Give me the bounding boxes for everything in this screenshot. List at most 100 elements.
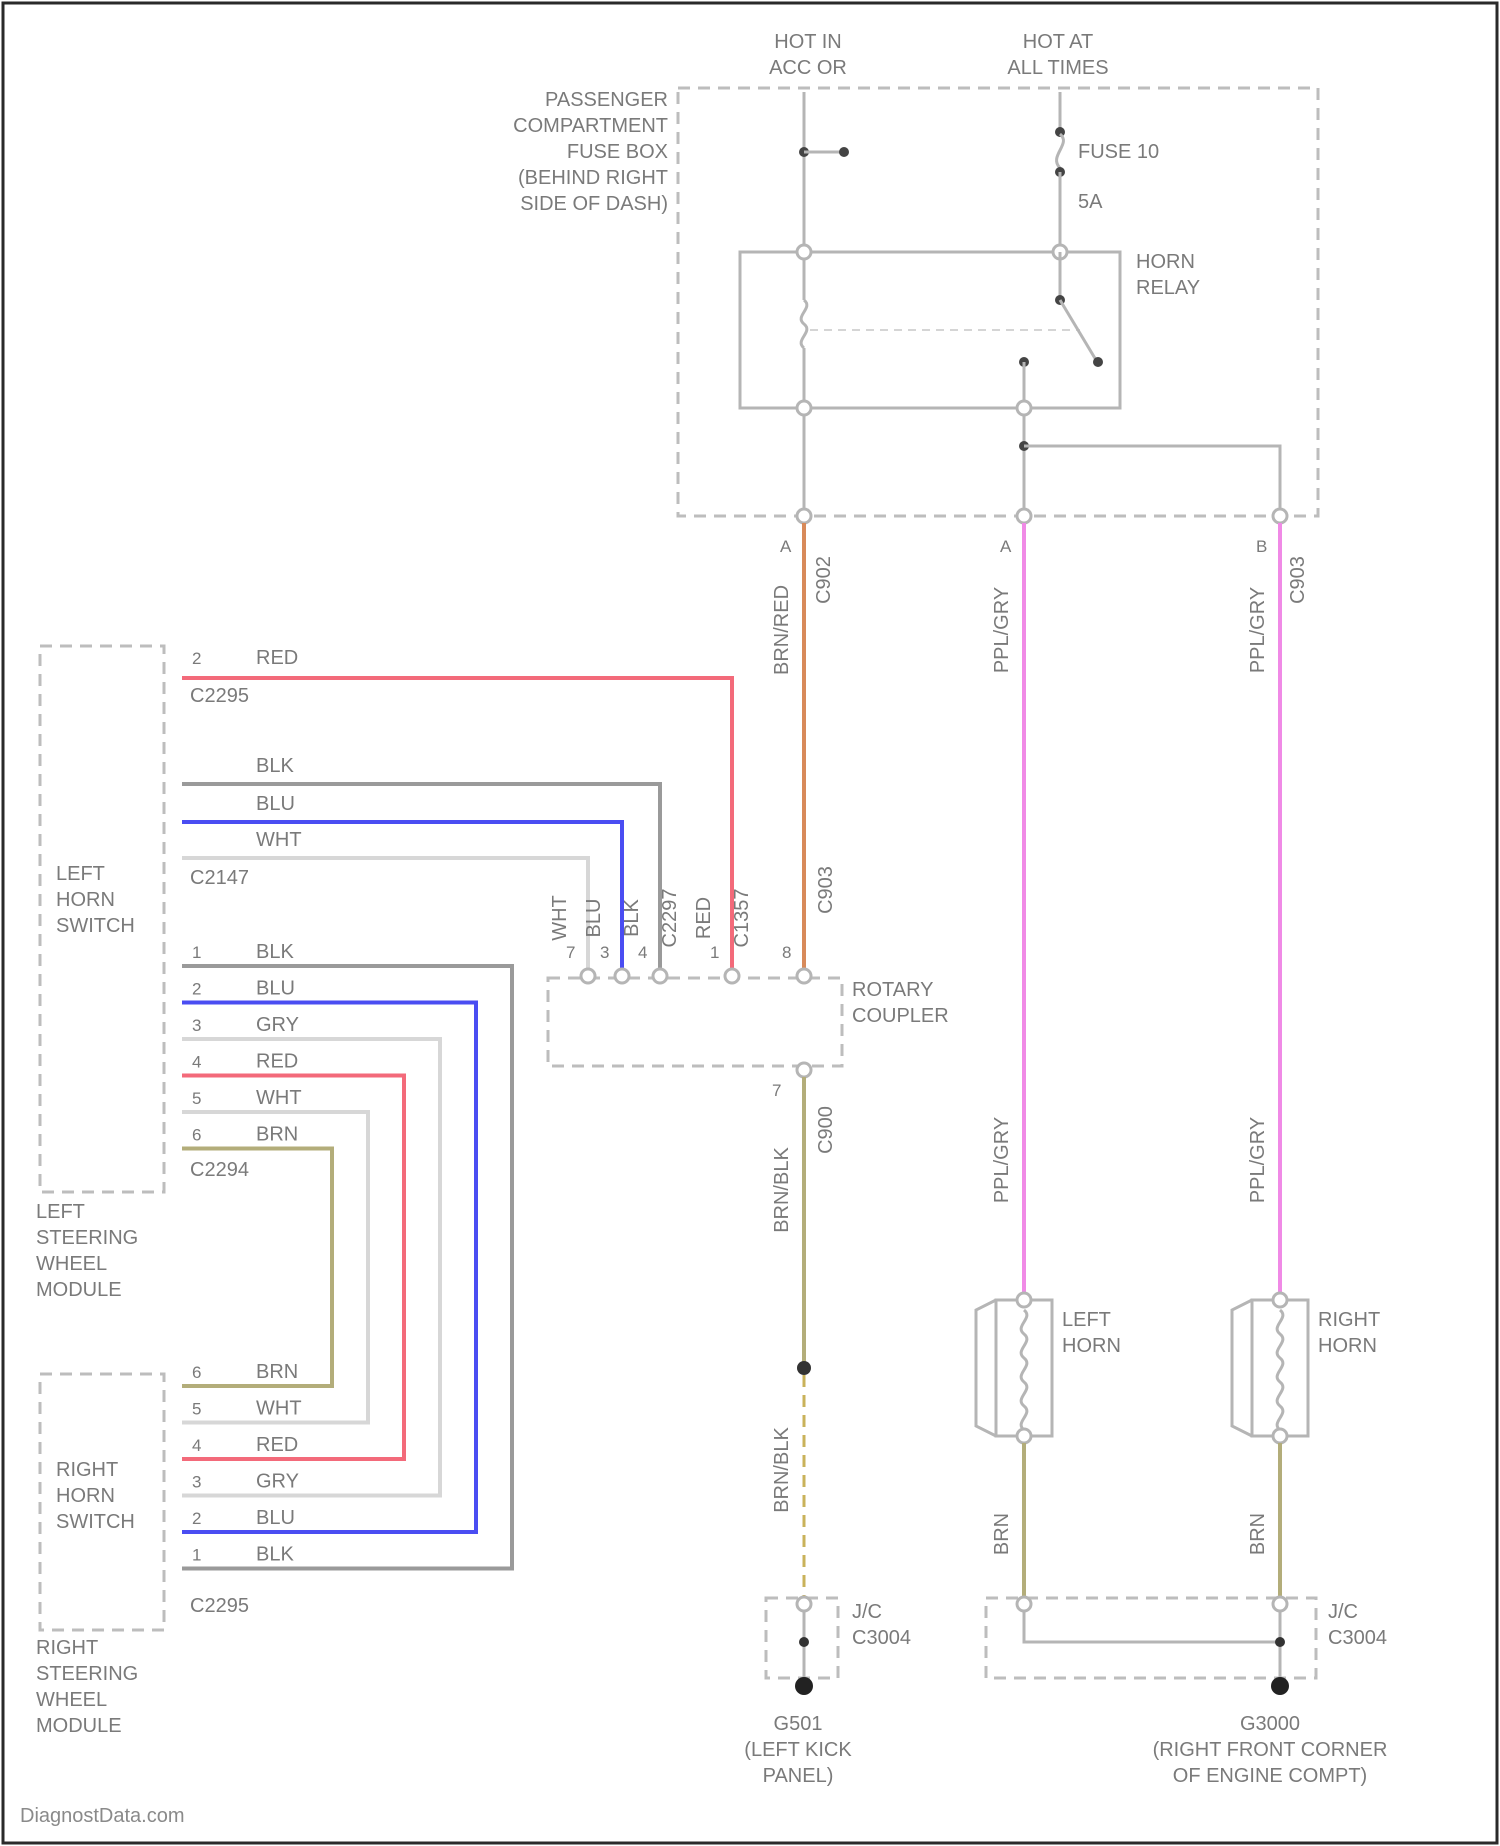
bundle-wire-brn	[182, 1149, 332, 1387]
rotary-top-label: C1357	[731, 889, 753, 948]
left-top-wire: RED	[256, 647, 298, 669]
hot-all-label-1: HOT AT	[1023, 31, 1093, 53]
jc-right-label-2: C3004	[1328, 1627, 1387, 1649]
rotary-label-2: COUPLER	[852, 1005, 949, 1027]
left-horn-switch-label-2: HORN	[56, 889, 115, 911]
right-module-label-4: MODULE	[36, 1715, 122, 1737]
relay-coil	[797, 245, 1080, 516]
bundle-wire-gry	[182, 1039, 440, 1496]
jc-left-node	[799, 1637, 809, 1647]
left-bottom-conn: C2294	[190, 1159, 249, 1181]
left-module-label-4: MODULE	[36, 1279, 122, 1301]
rotary-top-terminal	[725, 969, 739, 983]
rotary-top-label: RED	[693, 897, 715, 939]
fuse-box-outline	[678, 88, 1318, 516]
left-horn-switch-label-1: LEFT	[56, 863, 105, 885]
left-pin-wire-label: WHT	[256, 1087, 302, 1109]
right-module-label-1: RIGHT	[36, 1637, 98, 1659]
fuse-amp-label: 5A	[1078, 191, 1103, 213]
ground-g501-label-3: PANEL)	[763, 1765, 834, 1787]
hot-acc-label-2: ACC OR	[769, 57, 847, 79]
left-pin-wire-label: BLK	[256, 941, 294, 963]
rotary-top-label: C2297	[659, 889, 681, 948]
left-horn-switch-label-3: SWITCH	[56, 915, 135, 937]
right-horn-switch-label-3: SWITCH	[56, 1511, 135, 1533]
left-pin-wire-label: BLU	[256, 978, 295, 1000]
right-horn-icon	[1232, 1293, 1308, 1443]
bundle-wire-blu	[182, 1003, 476, 1533]
rotary-top-pin-number: 7	[566, 943, 575, 962]
relay-label-2: RELAY	[1136, 277, 1200, 299]
wire-label-brn-1: BRN	[991, 1513, 1013, 1555]
ground-g3000-icon	[1271, 1677, 1289, 1695]
rotary-top-label: BLU	[583, 899, 605, 938]
right-module-conn: C2295	[190, 1595, 249, 1617]
wire-label-ppl-gry-4: PPL/GRY	[1247, 1117, 1269, 1203]
right-module-label-3: WHEEL	[36, 1689, 107, 1711]
right-pin-number: 6	[192, 1363, 201, 1382]
fuse-label: FUSE 10	[1078, 141, 1159, 163]
left-horn-label-1: LEFT	[1062, 1309, 1111, 1331]
right-pin-number: 1	[192, 1546, 201, 1565]
ground-g3000-label-3: OF ENGINE COMPT)	[1173, 1765, 1367, 1787]
wire-label-brn-2: BRN	[1247, 1513, 1269, 1555]
pin-a-ppl-gry: A	[1000, 537, 1012, 556]
wire-label-brn-blk-2: BRN/BLK	[771, 1427, 793, 1513]
conn-c903-label: C903	[1287, 556, 1309, 604]
jc-left-label-2: C3004	[852, 1627, 911, 1649]
left-pin-wire-label: BRN	[256, 1124, 298, 1146]
left-module-label-1: LEFT	[36, 1201, 85, 1223]
footer-watermark: DiagnostData.com	[20, 1805, 185, 1827]
right-pin-wire-label: WHT	[256, 1398, 302, 1420]
jc-right-terminal-2	[1273, 1597, 1287, 1611]
left-module-label-3: WHEEL	[36, 1253, 107, 1275]
pin-a-brn-red: A	[780, 537, 792, 556]
left-horn-icon	[976, 1293, 1052, 1443]
left-module-label-2: STEERING	[36, 1227, 138, 1249]
rotary-top-terminal	[581, 969, 595, 983]
jc-right	[986, 1598, 1316, 1678]
ground-g501-label-2: (LEFT KICK	[744, 1739, 852, 1761]
jc-right-link	[1024, 1611, 1280, 1642]
left-mid-conn: C2147	[190, 867, 249, 889]
right-pin-wire-label: RED	[256, 1434, 298, 1456]
relay-label-1: HORN	[1136, 251, 1195, 273]
left-pin-wire-label: GRY	[256, 1014, 299, 1036]
hot-all-label-2: ALL TIMES	[1007, 57, 1108, 79]
left-pin-number: 2	[192, 980, 201, 999]
ground-g501-label-1: G501	[774, 1713, 823, 1735]
jc-right-terminal-1	[1017, 1597, 1031, 1611]
right-pin-number: 2	[192, 1509, 201, 1528]
wire-label-brn-blk: BRN/BLK	[771, 1147, 793, 1233]
rotary-top-label: WHT	[549, 895, 571, 941]
ground-g501-icon	[795, 1677, 813, 1695]
wire-label-ppl-gry-2: PPL/GRY	[1247, 587, 1269, 673]
fusebox-label-2: COMPARTMENT	[513, 115, 668, 137]
ground-g3000-label-1: G3000	[1240, 1713, 1300, 1735]
right-pin-wire-label: BLK	[256, 1544, 294, 1566]
right-pin-number: 4	[192, 1436, 201, 1455]
rotary-top-pin-number: 4	[638, 943, 647, 962]
left-pin-number: 5	[192, 1089, 201, 1108]
right-pin-number: 5	[192, 1400, 201, 1419]
left-mid-wire-1: BLK	[256, 755, 294, 777]
left-pin-wire-label: RED	[256, 1051, 298, 1073]
rotary-bottom-pin: 7	[772, 1081, 781, 1100]
left-pin-number: 4	[192, 1053, 201, 1072]
fuse-10	[1055, 92, 1065, 246]
fusebox-label-4: (BEHIND RIGHT	[518, 167, 668, 189]
wire-label-ppl-gry-1: PPL/GRY	[991, 587, 1013, 673]
rotary-conn-top: C903	[815, 866, 837, 914]
wire-label-ppl-gry-3: PPL/GRY	[991, 1117, 1013, 1203]
jc-right-label-1: J/C	[1328, 1601, 1358, 1623]
jc-left-label-1: J/C	[852, 1601, 882, 1623]
fusebox-label-1: PASSENGER	[545, 89, 668, 111]
ground-g3000-label-2: (RIGHT FRONT CORNER	[1153, 1739, 1388, 1761]
right-horn-switch-label-1: RIGHT	[56, 1459, 118, 1481]
rotary-top-terminal	[797, 969, 811, 983]
left-mid-wire-2: BLU	[256, 793, 295, 815]
right-pin-wire-label: BRN	[256, 1361, 298, 1383]
